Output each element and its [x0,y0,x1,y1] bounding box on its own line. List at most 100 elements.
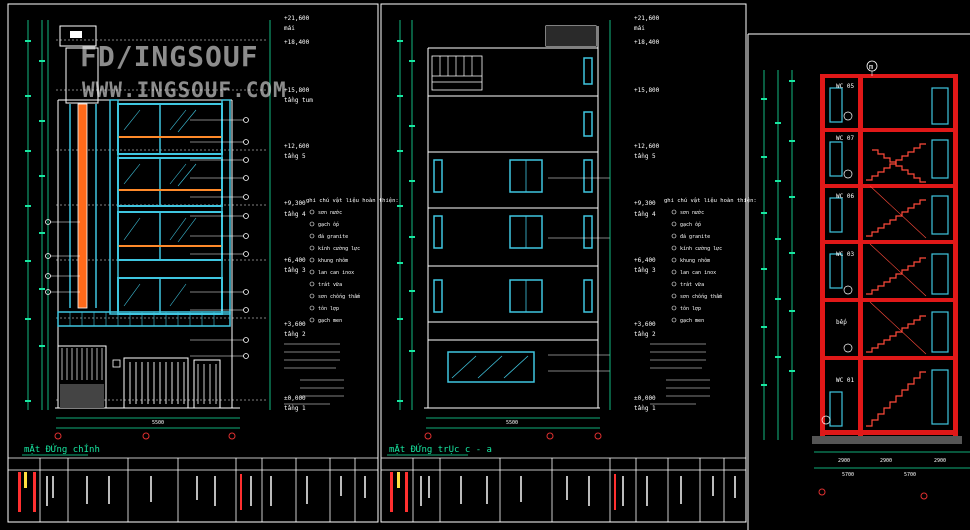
section-room-labels: WC 05 WC 07 WC 06 WC 03 bếp WC 01 [836,83,854,384]
svg-text:tôn lợp: tôn lợp [680,305,701,312]
svg-text:lan can inox: lan can inox [680,270,716,276]
svg-text:gạch ốp: gạch ốp [680,221,701,228]
svg-text:sơn chống thấm: sơn chống thấm [318,293,360,300]
front-left-ticks [25,40,45,402]
side-bottom-dims [426,417,600,429]
svg-text:+3,600: +3,600 [284,321,306,328]
svg-text:sơn chống thấm: sơn chống thấm [680,293,722,300]
svg-text:+6,400: +6,400 [634,257,656,264]
front-axis-markers [54,432,236,440]
side-window-mullions [451,160,529,379]
svg-text:kính cường lực: kính cường lực [318,245,360,252]
svg-text:5700: 5700 [842,472,854,478]
svg-text:tầng 4: tầng 4 [284,211,306,218]
svg-text:đá granite: đá granite [318,233,348,240]
front-window-bays [109,99,231,315]
svg-text:tầng tum: tầng tum [284,97,313,104]
svg-text:mái: mái [284,25,295,32]
section-dim-ticks [761,80,795,386]
svg-text:+9,300: +9,300 [634,200,656,207]
front-sheet-border [7,3,379,523]
svg-text:WC 07: WC 07 [836,135,854,142]
section-ground [812,436,962,444]
svg-text:lan can inox: lan can inox [318,270,354,276]
section-left-dims [763,70,793,440]
svg-text:WC 05: WC 05 [836,83,854,90]
svg-text:+21,600: +21,600 [284,15,310,22]
svg-text:2900: 2900 [880,458,892,464]
watermark-logo-text: FD/INGSOUF [80,40,259,73]
front-elevation: 5500 mẶt ĐỨng chÍnh [22,20,271,456]
svg-text:tôn lợp: tôn lợp [318,305,339,312]
front-sheet-title: mẶt ĐỨng chÍnh [24,443,100,455]
svg-text:WC 01: WC 01 [836,377,854,384]
svg-text:m: m [869,63,873,71]
svg-text:+3,600: +3,600 [634,321,656,328]
svg-text:+12,600: +12,600 [634,143,660,150]
svg-text:5700: 5700 [904,472,916,478]
front-leader-markers [45,117,249,359]
svg-text:+18,400: +18,400 [634,39,660,46]
svg-text:+15,800: +15,800 [634,87,660,94]
section-structure [820,74,958,436]
title-block-fine-print [46,476,736,506]
svg-text:+9,300: +9,300 [284,200,306,207]
svg-text:+12,600: +12,600 [284,143,310,150]
side-left-dims [399,20,413,410]
section-level-markers [821,111,853,425]
svg-text:khung nhôm: khung nhôm [318,257,348,264]
svg-text:sơn nước: sơn nước [318,209,342,216]
section-drawing: WC 05 WC 07 WC 06 WC 03 bếp WC 01 m 2900… [761,60,970,500]
section-bottom-dims [814,451,970,469]
svg-text:tầng 2: tầng 2 [634,331,656,338]
svg-text:trát vữa: trát vữa [318,281,342,288]
svg-text:tầng 4: tầng 4 [634,211,656,218]
side-leaders [548,177,610,372]
svg-text:tầng 1: tầng 1 [634,405,656,412]
section-windows [829,87,949,427]
section-stairs [866,143,927,427]
ground-floor-front [57,345,221,409]
title-blocks [8,457,746,522]
side-roof-box [546,26,596,46]
main-gate [123,357,189,409]
svg-text:gạch ốp: gạch ốp [318,221,339,228]
svg-text:trát vữa: trát vữa [680,281,704,288]
svg-text:±0,000: ±0,000 [634,395,656,402]
svg-text:+18,400: +18,400 [284,39,310,46]
svg-text:tầng 3: tầng 3 [634,267,656,274]
front-bottom-dims [56,417,240,429]
svg-text:gạch men: gạch men [680,318,704,324]
svg-text:+15,800: +15,800 [284,87,310,94]
svg-text:mái: mái [634,25,645,32]
sheet-frames [7,3,970,530]
front-material-notes: ghi chú vật liệu hoàn thiện: sơn nước gạ… [284,197,399,405]
svg-text:tầng 1: tầng 1 [284,405,306,412]
balcony-railing [57,311,231,327]
svg-text:tầng 5: tầng 5 [634,153,656,160]
side-left-ticks [397,40,415,402]
side-material-notes: ghi chú vật liệu hoàn thiện: sơn nước gạ… [650,197,757,405]
side-elevation: 5500 mẶt ĐỨng trỤc c - a [387,20,611,456]
svg-text:±0,000: ±0,000 [284,395,306,402]
svg-text:ghi chú vật liệu hoàn thiện:: ghi chú vật liệu hoàn thiện: [664,197,757,204]
rooftop-vent [70,31,82,38]
front-level-labels: +21,600 mái +18,400 +15,800 tầng tum +12… [284,15,313,412]
svg-text:tầng 5: tầng 5 [284,153,306,160]
railing-balusters [69,312,215,326]
side-sheet-title: mẶt ĐỨng trỤc c - a [389,443,492,455]
svg-text:WC 03: WC 03 [836,251,854,258]
title-block-strips [18,472,616,512]
side-door [193,359,221,409]
side-axis-markers [424,432,602,440]
svg-text:2900: 2900 [934,458,946,464]
svg-text:bếp: bếp [836,319,847,326]
svg-text:5500: 5500 [506,420,518,426]
svg-text:đá granite: đá granite [680,233,710,240]
front-leaders [50,119,244,357]
brick-base [60,384,104,408]
facade-column-strip [77,103,88,309]
svg-text:tầng 2: tầng 2 [284,331,306,338]
